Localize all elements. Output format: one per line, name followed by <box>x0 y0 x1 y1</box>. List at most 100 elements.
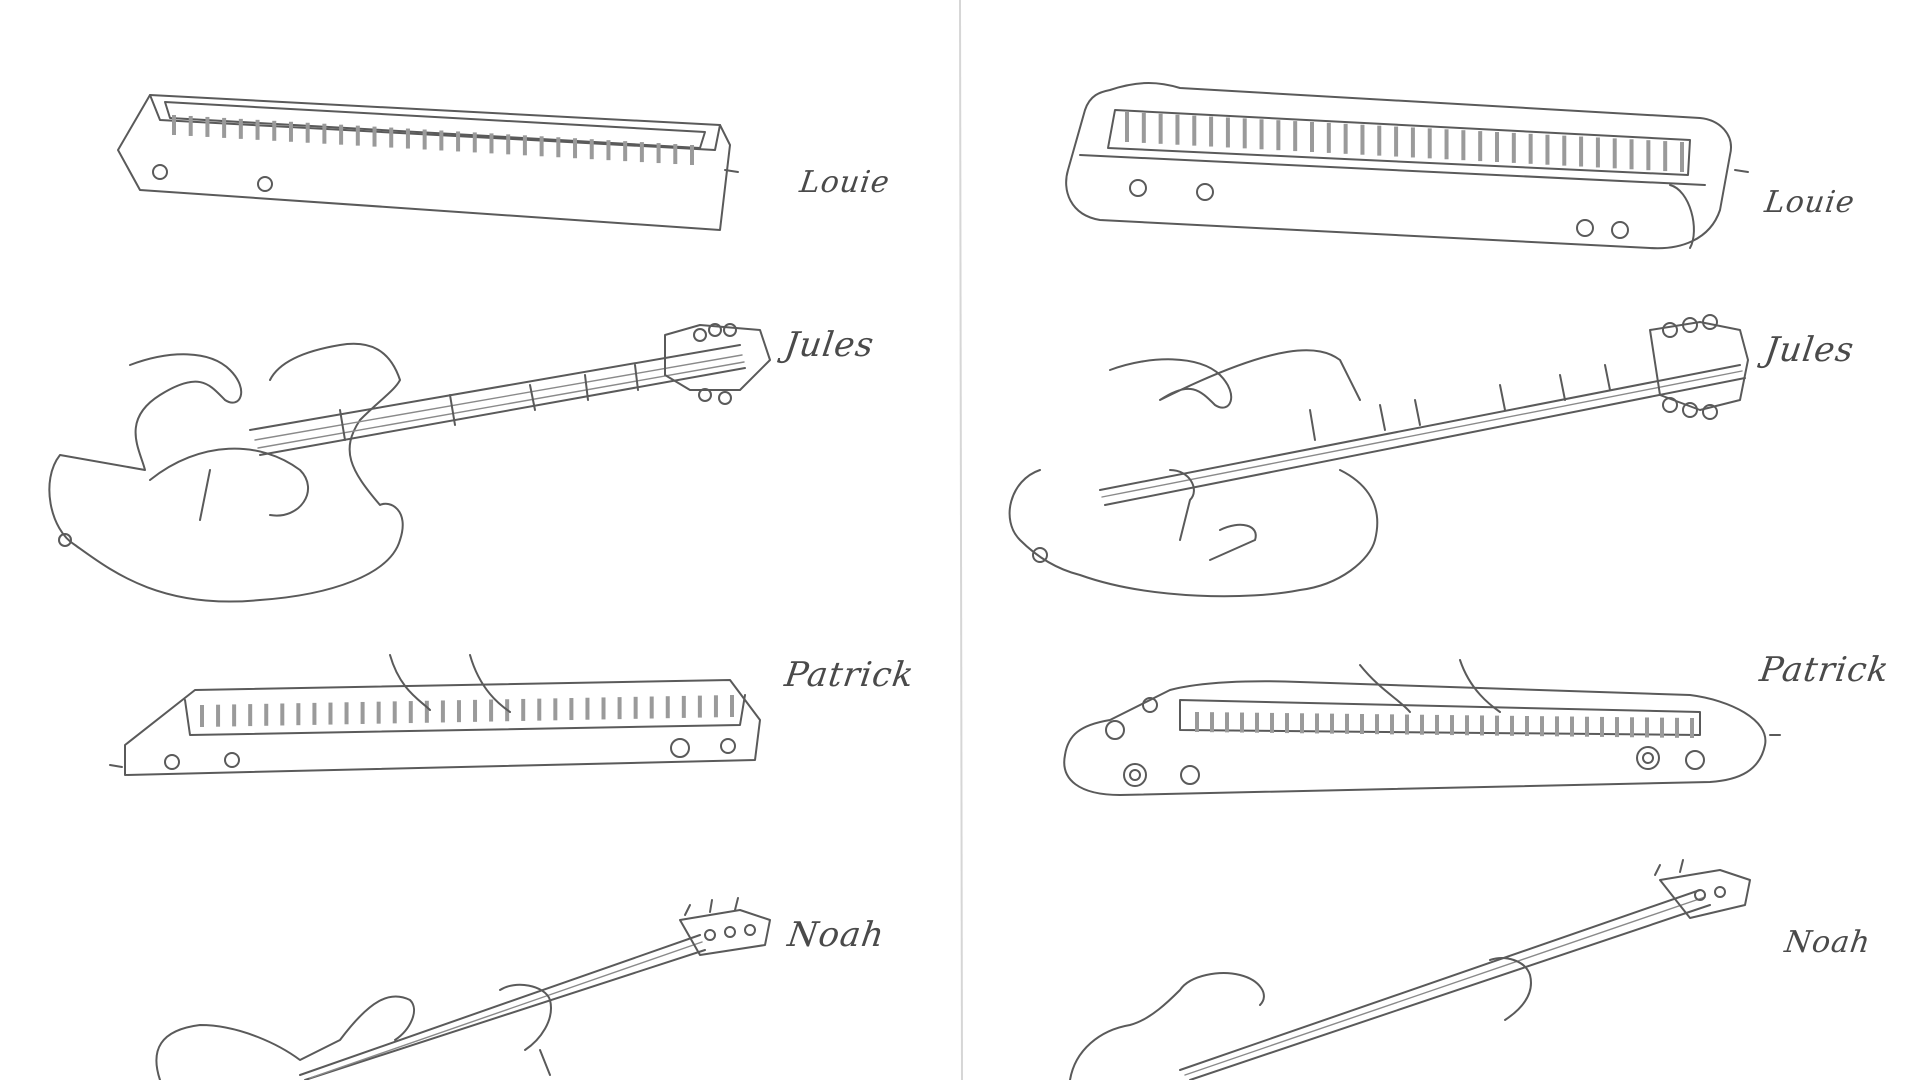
key-stroke <box>1612 138 1617 169</box>
key-stroke <box>1377 125 1382 156</box>
key-stroke <box>649 696 654 719</box>
key-stroke <box>1690 718 1694 738</box>
key-stroke <box>1125 112 1129 142</box>
key-stroke <box>617 697 622 720</box>
key-stroke <box>1570 716 1574 737</box>
name-label-patrick-left: Patrick <box>782 655 917 695</box>
key-stroke <box>489 133 494 154</box>
key-stroke <box>422 129 427 150</box>
key-stroke <box>1225 712 1229 733</box>
key-stroke <box>1630 717 1634 738</box>
key-stroke <box>232 704 237 727</box>
key-stroke <box>1225 117 1230 148</box>
key-stroke <box>1310 122 1314 152</box>
key-stroke <box>1528 133 1533 164</box>
key-stroke <box>697 695 702 718</box>
key-stroke <box>339 124 344 145</box>
name-label-noah-left: Noah <box>785 915 888 955</box>
key-stroke <box>673 144 678 165</box>
key-stroke <box>1545 134 1550 165</box>
key-stroke <box>1276 120 1281 151</box>
key-stroke <box>288 121 293 142</box>
key-stroke <box>376 701 381 724</box>
key-stroke <box>1495 715 1499 736</box>
key-stroke <box>1562 135 1567 166</box>
key-stroke <box>1585 716 1589 737</box>
key-stroke <box>1660 717 1664 738</box>
key-stroke <box>1600 716 1604 737</box>
key-stroke <box>1242 118 1247 149</box>
key-stroke <box>389 127 394 148</box>
key-stroke <box>589 139 594 160</box>
key-stroke <box>424 700 429 723</box>
key-stroke <box>1360 124 1365 155</box>
jules-guitar-sketch-right <box>1008 314 1749 598</box>
key-stroke <box>1330 713 1334 734</box>
key-stroke <box>188 115 193 136</box>
key-stroke <box>1629 139 1634 170</box>
key-stroke <box>1480 715 1484 736</box>
key-stroke <box>473 699 478 722</box>
louie-keyboard-sketch-left <box>117 94 739 231</box>
key-stroke <box>639 142 644 163</box>
key-stroke <box>344 702 349 725</box>
key-stroke <box>1525 716 1529 736</box>
key-stroke <box>392 701 397 724</box>
key-stroke <box>1343 123 1348 154</box>
key-stroke <box>216 704 221 727</box>
key-stroke <box>623 141 628 162</box>
key-stroke <box>205 116 210 137</box>
key-stroke <box>656 143 661 164</box>
key-stroke <box>1435 714 1439 735</box>
key-stroke <box>1465 715 1469 736</box>
key-stroke <box>713 695 718 718</box>
key-stroke <box>1663 141 1668 172</box>
louie-keyboard-sketch-right <box>1065 82 1749 250</box>
key-stroke <box>172 115 176 135</box>
name-label-louie-right: Louie <box>1762 185 1858 220</box>
key-stroke <box>556 137 561 158</box>
key-stroke <box>1192 115 1197 146</box>
key-stroke <box>1345 713 1349 734</box>
key-stroke <box>440 700 445 723</box>
patrick-keyboard-sketch-right <box>1063 659 1781 796</box>
key-stroke <box>1645 717 1649 738</box>
key-stroke <box>1579 136 1584 167</box>
key-stroke <box>1450 715 1454 736</box>
key-stroke <box>539 136 544 157</box>
key-stroke <box>472 132 477 153</box>
key-stroke <box>456 700 461 723</box>
key-stroke <box>569 698 574 721</box>
key-stroke <box>1175 114 1180 145</box>
key-stroke <box>456 131 461 152</box>
key-stroke <box>730 695 734 717</box>
key-stroke <box>521 698 526 721</box>
key-stroke <box>1300 713 1304 734</box>
name-label-louie-left: Louie <box>797 165 893 200</box>
key-stroke <box>690 145 694 165</box>
key-stroke <box>200 705 204 727</box>
key-stroke <box>606 140 611 161</box>
key-stroke <box>238 118 243 139</box>
key-stroke <box>1240 712 1244 733</box>
key-stroke <box>1646 140 1651 171</box>
key-stroke <box>1394 126 1399 157</box>
key-stroke <box>1615 717 1619 738</box>
key-stroke <box>585 697 590 720</box>
key-stroke <box>1540 716 1544 737</box>
key-stroke <box>1390 714 1394 735</box>
name-label-noah-right: Noah <box>1782 925 1873 960</box>
key-stroke <box>408 701 413 724</box>
key-stroke <box>1555 716 1559 737</box>
key-stroke <box>1326 122 1331 153</box>
key-stroke <box>355 125 360 146</box>
key-stroke <box>1511 132 1516 163</box>
key-stroke <box>372 126 377 147</box>
key-stroke <box>537 698 542 721</box>
key-stroke <box>280 703 285 726</box>
key-stroke <box>439 130 444 151</box>
page-divider <box>959 0 963 1081</box>
key-stroke <box>1255 712 1259 733</box>
